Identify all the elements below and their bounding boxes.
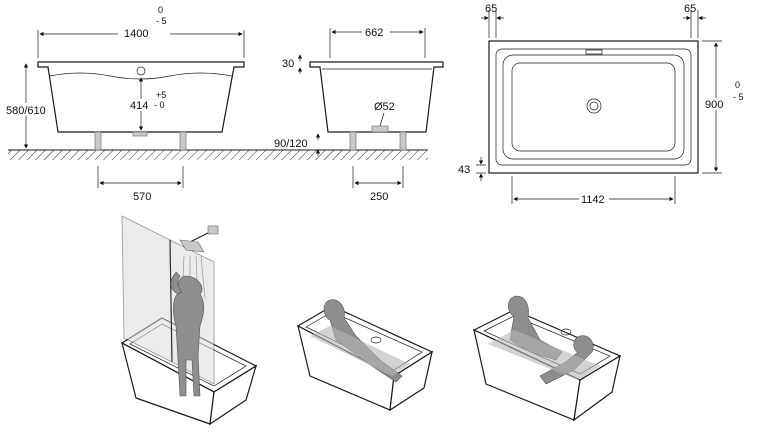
two-bathers-illustration xyxy=(472,295,622,422)
front-drain xyxy=(132,131,148,137)
plan-length-tol-top: 0 xyxy=(735,80,740,90)
side-feet-label: 250 xyxy=(370,191,388,203)
plan-view: 65 65 900 0 - 5 43 1142 xyxy=(458,3,744,206)
person-raised-arm xyxy=(170,271,183,295)
side-drain xyxy=(371,125,389,133)
water-depth-tol-top: +5 xyxy=(156,90,166,100)
duo-tub-side xyxy=(573,354,621,422)
front-width-tol-top: 0 xyxy=(158,5,163,15)
plan-outer-rim xyxy=(488,40,699,174)
side-elevation: 662 30 Ø52 90/120 250 xyxy=(274,25,444,203)
shower-head-icon xyxy=(179,239,205,253)
rim-thickness-label: 30 xyxy=(282,58,294,70)
plan-edge-label: 43 xyxy=(458,164,470,176)
front-feet-label: 570 xyxy=(133,191,151,203)
side-tub-body xyxy=(309,61,444,133)
plan-overflow xyxy=(585,49,603,55)
reclining-bather-figure xyxy=(323,299,403,383)
water-depth-tol-bottom: - 0 xyxy=(154,100,165,110)
duo-water xyxy=(488,330,600,380)
front-height-label: 580/610 xyxy=(6,105,46,117)
shower-glass-panel xyxy=(121,215,173,363)
reclining-partner-figure xyxy=(539,335,594,385)
plan-drain-outer xyxy=(586,98,602,114)
bather-tub-side xyxy=(389,350,433,412)
bather-tub-overflow xyxy=(370,336,382,344)
plan-drain-inner xyxy=(589,101,599,111)
water-depth-label: 414 xyxy=(130,100,148,112)
shower-tub-side xyxy=(209,364,258,426)
plan-width-label: 1142 xyxy=(581,194,605,206)
side-width-label: 662 xyxy=(365,27,383,39)
side-foot-right xyxy=(399,131,407,151)
front-width-tol-bottom: - 5 xyxy=(156,16,167,26)
front-elevation: 1400 0 - 5 580/610 414 +5 - 0 570 xyxy=(4,5,428,203)
single-bather-illustration xyxy=(296,299,434,412)
plan-rim-inner xyxy=(495,48,692,166)
plan-length-tol-bottom: - 5 xyxy=(733,92,744,102)
front-foot-left xyxy=(94,131,102,151)
side-foot-left xyxy=(349,131,357,151)
shower-use-illustration xyxy=(120,215,258,426)
floor-clearance-label: 90/120 xyxy=(274,138,308,150)
floor-hatch xyxy=(8,150,428,160)
front-foot-right xyxy=(179,131,187,151)
front-overflow-icon xyxy=(136,66,146,76)
plan-basin xyxy=(502,54,685,160)
top-margin-left-label: 65 xyxy=(485,3,497,15)
front-width-label: 1400 xyxy=(124,28,148,40)
drain-diameter-label: Ø52 xyxy=(374,101,395,113)
plan-length-label: 900 xyxy=(705,99,723,111)
top-margin-right-label: 65 xyxy=(684,3,696,15)
bather-water xyxy=(310,326,410,376)
plan-basin-floor xyxy=(511,62,676,152)
